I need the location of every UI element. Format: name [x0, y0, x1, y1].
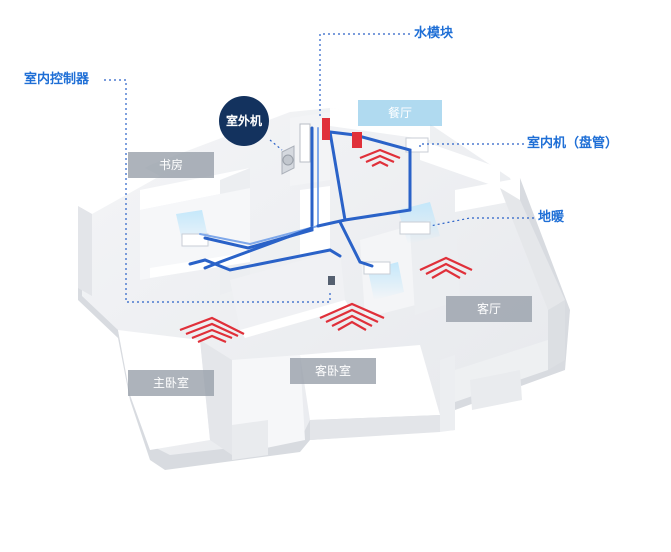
water-module-label: 水模块 [414, 26, 453, 42]
indoor-controller-label: 室内控制器 [24, 72, 89, 88]
room-tag-master-bedroom: 主卧室 [128, 370, 214, 396]
room-tag-guest-bedroom: 客卧室 [290, 358, 376, 384]
outdoor-unit-badge: 室外机 [219, 96, 269, 146]
indoor-unit-coil-label: 室内机（盘管） [527, 136, 618, 152]
floor-heating-label: 地暖 [538, 210, 564, 226]
room-tag-dining: 餐厅 [358, 100, 442, 126]
indoor-controller-device [328, 276, 335, 285]
room-tag-living: 客厅 [446, 296, 532, 322]
room-tag-study: 书房 [128, 152, 214, 178]
